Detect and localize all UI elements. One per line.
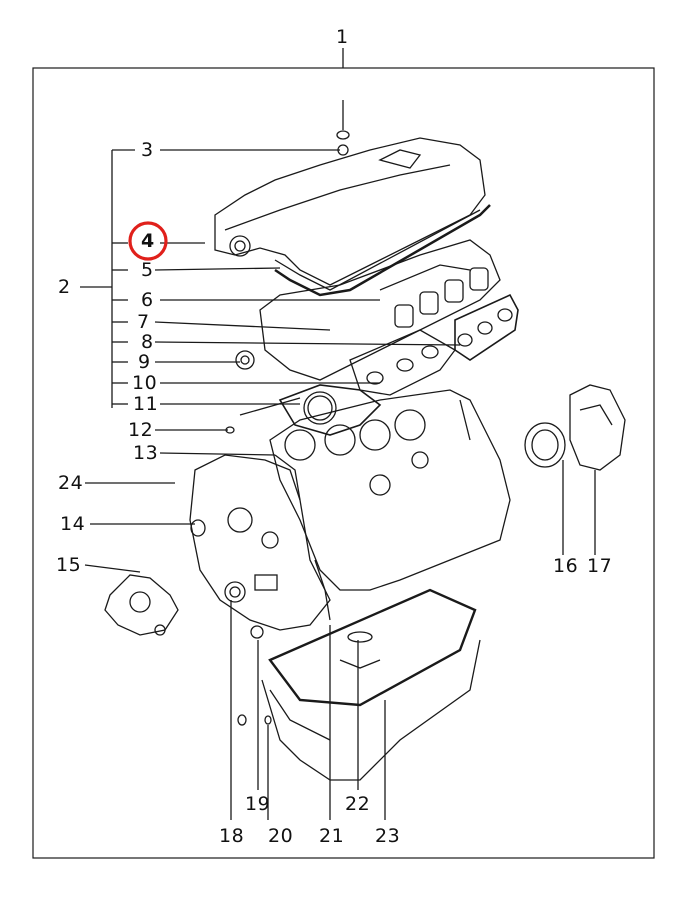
callout-3: 3	[141, 139, 154, 161]
callout-23: 23	[375, 825, 401, 847]
callout-12: 12	[128, 419, 154, 441]
callout-5: 5	[141, 259, 154, 281]
highlight-circle	[128, 221, 168, 261]
callout-15: 15	[56, 554, 82, 576]
callout-7: 7	[137, 311, 150, 333]
callout-11: 11	[133, 393, 159, 415]
callout-4: 4	[141, 230, 155, 252]
callout-10: 10	[132, 372, 158, 394]
callout-2: 2	[58, 276, 71, 298]
callout-6: 6	[141, 289, 154, 311]
diagram-frame	[32, 67, 655, 859]
callout-8: 8	[141, 331, 154, 353]
callout-18: 18	[219, 825, 245, 847]
callout-24: 24	[58, 472, 84, 494]
callout-1: 1	[336, 26, 349, 48]
callout-17: 17	[587, 555, 613, 577]
callout-19: 19	[245, 793, 271, 815]
callout-22: 22	[345, 793, 371, 815]
callout-20: 20	[268, 825, 294, 847]
callout-14: 14	[60, 513, 86, 535]
callout-9: 9	[138, 351, 151, 373]
callout-16: 16	[553, 555, 579, 577]
callout-13: 13	[133, 442, 159, 464]
callout-21: 21	[319, 825, 345, 847]
